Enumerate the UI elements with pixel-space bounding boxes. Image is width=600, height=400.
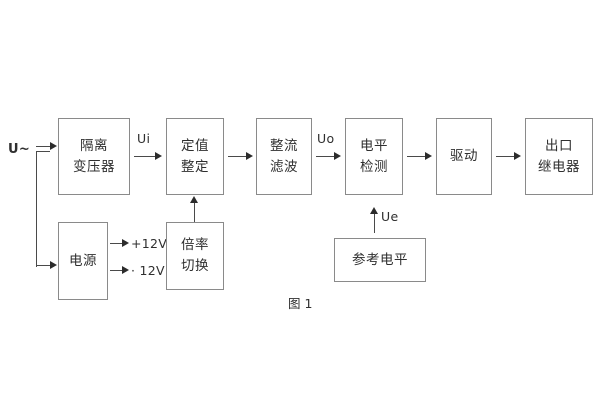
block-setting-value: 定值 整定 [166, 118, 224, 195]
setting-to-rectifier-arrowhead [246, 151, 253, 160]
block-multiplier-switch-line1: 倍率 [181, 237, 209, 254]
driver-to-relay-wire [496, 155, 518, 157]
block-level-detection: 电平 检测 [345, 118, 403, 195]
block-rectifier-filter: 整流 滤波 [256, 118, 312, 195]
input-to-transformer-wire [36, 145, 54, 147]
block-multiplier-switch: 倍率 切换 [166, 222, 224, 290]
rail-negative-arrowhead [122, 265, 129, 274]
block-multiplier-switch-line2: 切换 [181, 258, 209, 274]
transformer-to-setting-wire [134, 155, 158, 157]
rail-negative-label: · 12V [131, 263, 165, 278]
block-rectifier-filter-line2: 滤波 [270, 158, 298, 175]
signal-label-uo: Uo [317, 131, 335, 146]
rail-positive-label: +12V [131, 236, 168, 251]
rail-negative-wire [110, 269, 125, 271]
input-signal-label: U~ [8, 142, 31, 157]
block-isolation-transformer-line1: 隔离 [80, 137, 108, 154]
signal-label-ui: Ui [137, 131, 151, 146]
detection-to-driver-wire [407, 155, 429, 157]
detection-to-driver-arrowhead [425, 151, 432, 160]
transformer-to-setting-arrowhead [155, 151, 162, 160]
input-to-transformer-arrowhead [50, 141, 57, 150]
input-to-power-arrowhead [50, 261, 57, 269]
input-vertical-wire [36, 150, 38, 267]
block-power-supply: 电源 [58, 222, 108, 300]
rail-positive-wire [110, 242, 125, 244]
figure-caption: 图 1 [288, 296, 313, 311]
block-rectifier-filter-line1: 整流 [270, 137, 298, 154]
block-setting-value-line1: 定值 [181, 137, 209, 154]
block-setting-value-line2: 整定 [181, 158, 209, 175]
input-to-power-wire [36, 265, 54, 267]
reference-to-detection-arrowhead [370, 207, 378, 214]
multiplier-to-setting-wire [194, 202, 196, 222]
block-reference-level-line1: 参考电平 [352, 251, 408, 268]
block-output-relay-line2: 继电器 [538, 158, 580, 175]
block-driver: 驱动 [436, 118, 492, 195]
driver-to-relay-arrowhead [514, 151, 521, 160]
block-power-supply-line1: 电源 [69, 252, 97, 269]
rectifier-to-detection-arrowhead [334, 151, 341, 160]
signal-label-ue: Ue [381, 209, 399, 224]
multiplier-to-setting-arrowhead [190, 196, 198, 203]
input-stub-wire [36, 150, 50, 152]
rectifier-to-detection-wire [316, 155, 338, 157]
block-isolation-transformer: 隔离 变压器 [58, 118, 130, 195]
setting-to-rectifier-wire [228, 155, 250, 157]
block-reference-level: 参考电平 [334, 238, 426, 282]
reference-to-detection-wire [374, 213, 376, 233]
block-driver-line1: 驱动 [450, 148, 478, 165]
block-output-relay-line1: 出口 [545, 137, 573, 154]
block-isolation-transformer-line2: 变压器 [73, 158, 115, 175]
block-level-detection-line2: 检测 [360, 158, 388, 175]
block-output-relay: 出口 继电器 [525, 118, 593, 195]
rail-positive-arrowhead [122, 238, 129, 247]
block-level-detection-line1: 电平 [360, 137, 388, 154]
